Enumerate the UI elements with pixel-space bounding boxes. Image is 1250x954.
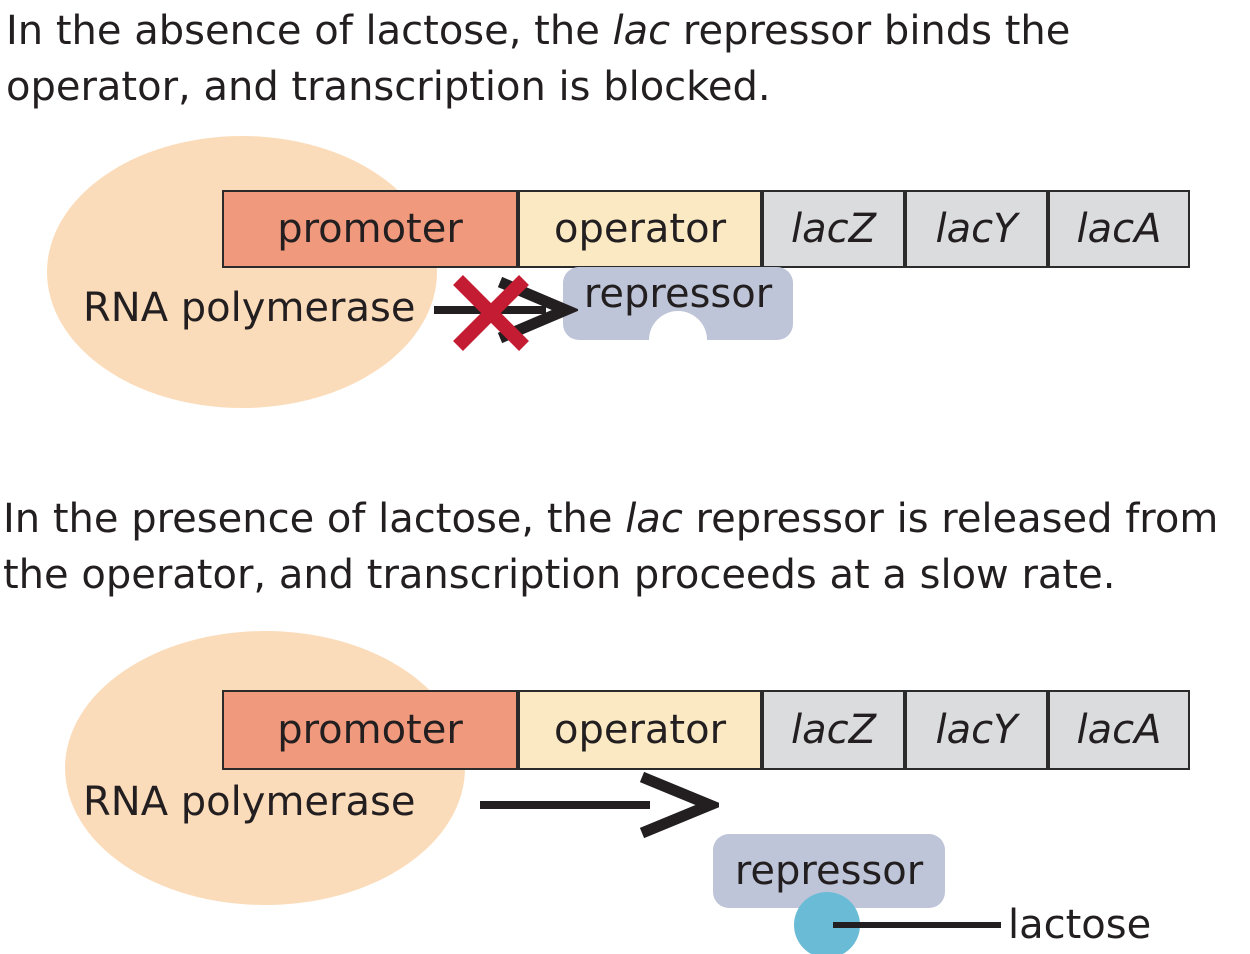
segment-label: lacA [1076,206,1162,252]
caption-text: In the absence of lactose, the [6,8,613,54]
blocked-x-icon [453,275,529,351]
caption-text: In the presence of lactose, the [3,496,626,542]
dna-segment-promoter: promoter [222,690,518,770]
segment-label: operator [553,707,727,753]
segment-label: promoter [277,206,463,252]
rna-polymerase-label: RNA polymerase [83,779,416,825]
caption-text: repressor is released from the operator,… [3,496,1219,598]
dna-row: promoter operator lacZ lacY lacA [222,190,1190,268]
rna-polymerase-label: RNA polymerase [83,285,416,331]
dna-segment-lacA: lacA [1048,190,1190,268]
caption-italic-lac: lac [612,8,671,54]
segment-label: lacZ [790,206,877,252]
segment-label: lacA [1076,707,1162,753]
dna-segment-promoter: promoter [222,190,518,268]
repressor-label: repressor [583,271,773,317]
lactose-label: lactose [1008,902,1152,948]
caption-presence: In the presence of lactose, the lac repr… [3,491,1250,603]
lactose-pointer-line [833,922,1001,928]
dna-segment-lacY: lacY [905,190,1048,268]
segment-label: promoter [277,707,463,753]
dna-segment-operator: operator [518,190,762,268]
segment-label: lacY [935,206,1018,252]
segment-label: lacY [935,707,1018,753]
dna-segment-lacZ: lacZ [762,190,905,268]
caption-text: repressor binds the operator, and transc… [6,8,1071,110]
dna-segment-lacZ: lacZ [762,690,905,770]
dna-row: promoter operator lacZ lacY lacA [222,690,1190,770]
dna-segment-lacY: lacY [905,690,1048,770]
segment-label: lacZ [790,707,877,753]
caption-italic-lac: lac [625,496,683,542]
repressor-label: repressor [734,848,924,894]
dna-segment-lacA: lacA [1048,690,1190,770]
repressor-shape: repressor [713,834,945,908]
caption-absence: In the absence of lactose, the lac repre… [6,3,1126,115]
dna-segment-operator: operator [518,690,762,770]
repressor-notch [649,311,707,369]
transcription-arrow [480,771,719,839]
segment-label: operator [553,206,727,252]
rna-polymerase-ellipse [47,136,437,408]
